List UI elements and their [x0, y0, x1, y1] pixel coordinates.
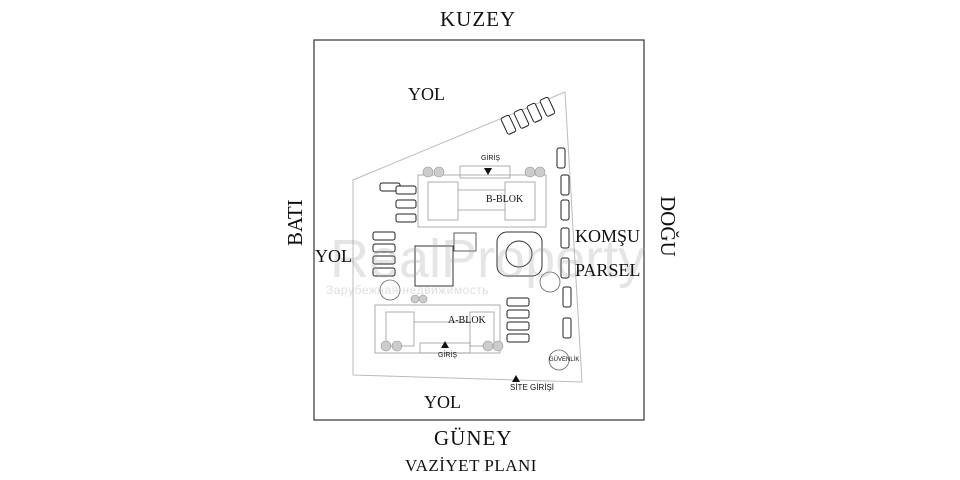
direction-south: GÜNEY: [434, 426, 513, 450]
b-block-footprint: [417, 165, 547, 228]
site-boundary: [352, 91, 583, 383]
direction-north: KUZEY: [440, 7, 517, 31]
central-building: [414, 245, 454, 287]
block-b-label: B-BLOK: [486, 194, 524, 205]
a-entrance-label: GİRİŞ: [438, 352, 458, 359]
a-entrance-marker: [441, 341, 449, 348]
watermark: RealProperty: [330, 229, 646, 289]
security-label: GÜVENLİK: [549, 357, 580, 363]
road-label-bottom: YOL: [424, 392, 461, 412]
road-label-top: YOL: [408, 84, 445, 104]
road-label-left: YOL: [315, 246, 352, 266]
plan-title: VAZİYET PLANI: [405, 456, 537, 475]
block-a-label: A-BLOK: [448, 315, 486, 326]
site-entrance-label: SİTE GİRİŞİ: [510, 383, 555, 392]
fountain: [505, 240, 533, 268]
direction-west: BATI: [283, 199, 307, 246]
neighbor-parcel-label-line1: KOMŞU: [575, 226, 641, 246]
watermark-subtitle: Зарубежная недвижимость: [326, 283, 490, 297]
parcel-border: [313, 39, 645, 421]
direction-east: DOĞU: [656, 196, 680, 257]
parking-spaces: [372, 96, 572, 343]
small-building: [453, 232, 477, 252]
garden-area: [496, 231, 543, 277]
trees: [380, 166, 546, 352]
neighbor-parcel-label-line2: PARSEL: [575, 260, 641, 280]
b-entrance-label: GİRİŞ: [481, 155, 501, 162]
site-entrance-marker: [512, 375, 520, 382]
garden-roundels: [379, 271, 570, 371]
a-block-footprint: [374, 304, 501, 354]
b-entrance-marker: [484, 168, 492, 175]
